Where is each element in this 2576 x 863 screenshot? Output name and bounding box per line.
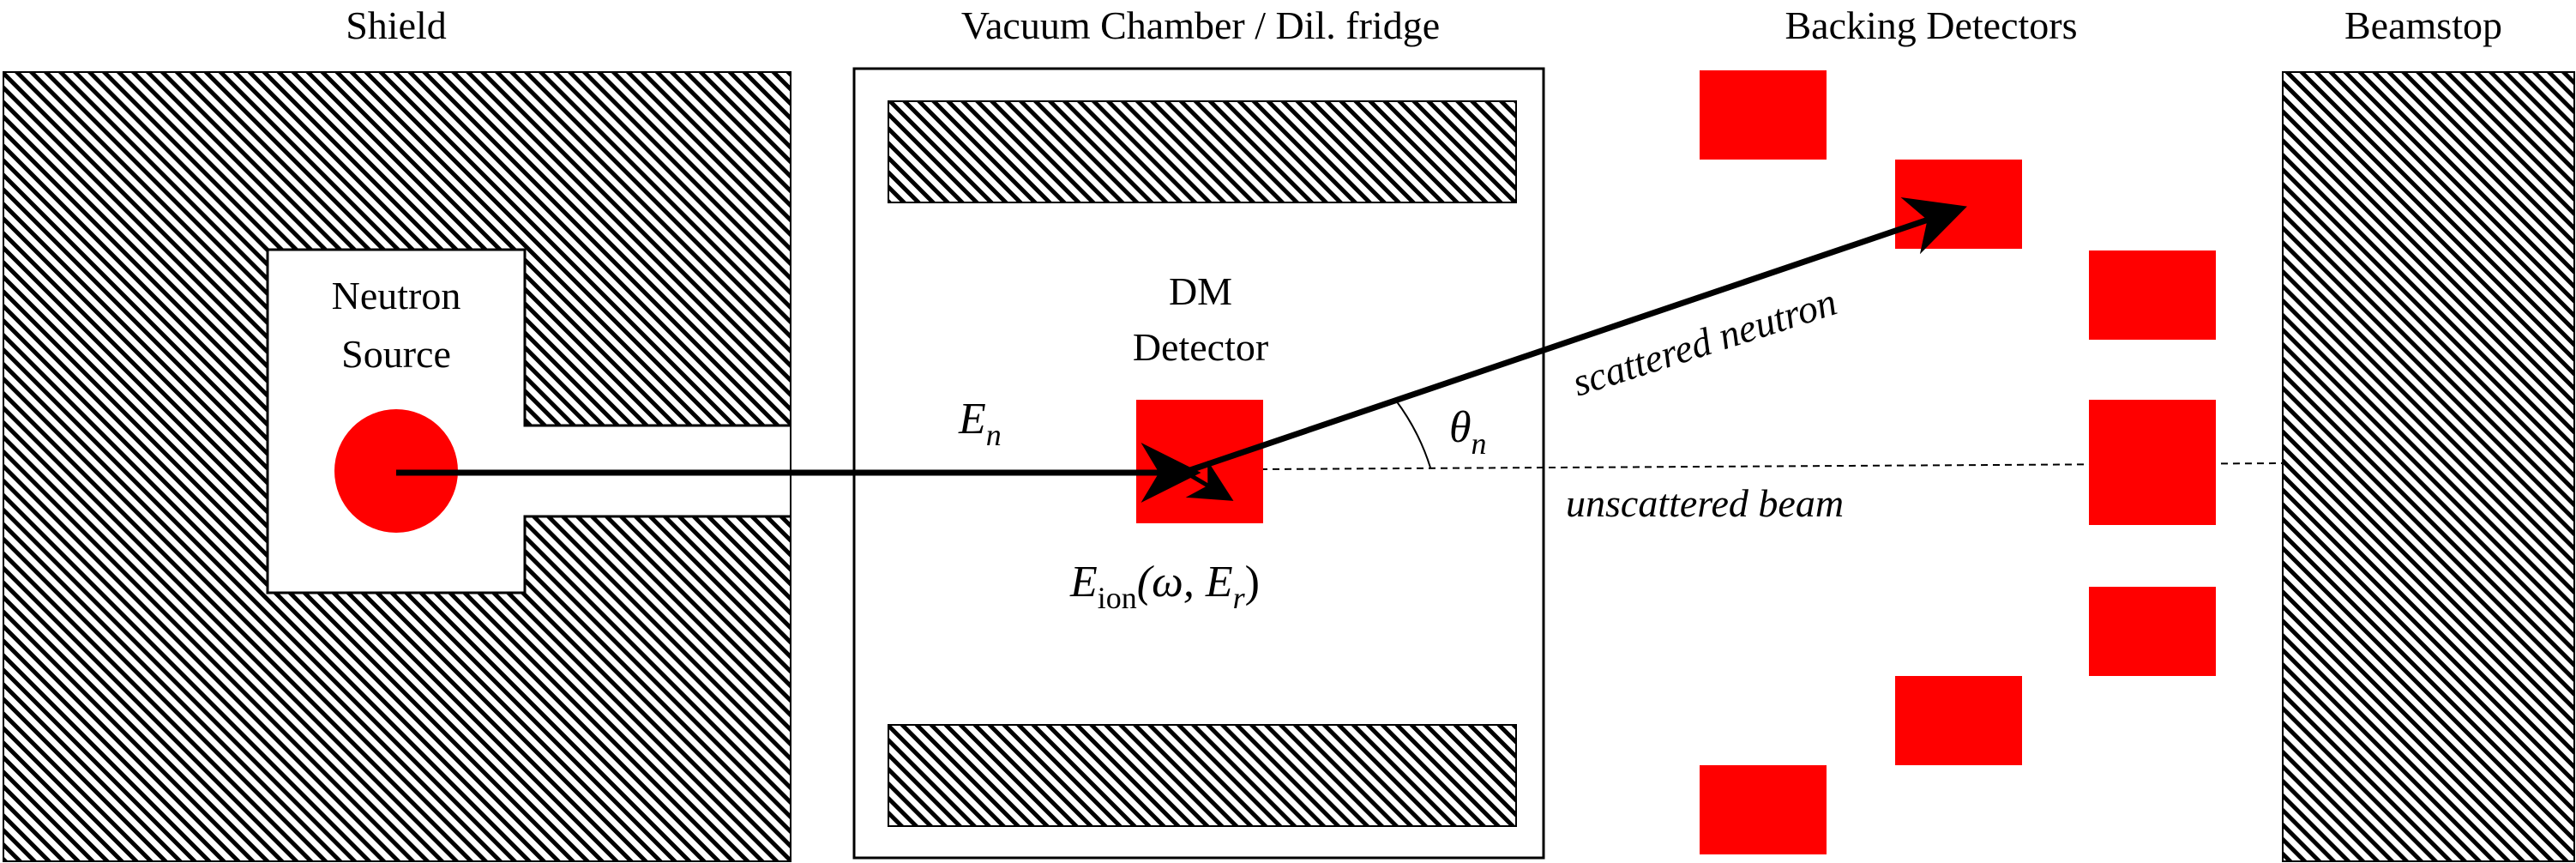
recoil-arrow bbox=[1180, 460, 1234, 501]
backing-detector bbox=[2089, 250, 2216, 340]
incident-energy-label: En bbox=[958, 395, 1002, 452]
scattering-angle-subscript: n bbox=[1472, 426, 1487, 461]
shield-title: Shield bbox=[346, 3, 447, 47]
backing-detector bbox=[1700, 70, 1827, 160]
chamber-shield-top bbox=[888, 100, 1517, 203]
dm-detector-label-line2: Detector bbox=[1133, 325, 1268, 369]
vacuum-chamber bbox=[852, 67, 1545, 860]
neutron-source-label-line2: Source bbox=[341, 332, 451, 376]
backing-detector bbox=[2089, 587, 2216, 676]
ionization-energy-subscript: ion bbox=[1098, 581, 1137, 615]
backing-detector bbox=[1895, 676, 2022, 765]
backing-detector bbox=[2089, 400, 2216, 525]
ionization-energy-close: ) bbox=[1245, 558, 1260, 607]
chamber-title: Vacuum Chamber / Dil. fridge bbox=[961, 3, 1440, 47]
shield-opening-outline bbox=[266, 248, 791, 594]
scattering-angle-arc bbox=[1395, 400, 1431, 468]
scattered-neutron-arrow bbox=[1189, 196, 1967, 474]
backing-detector bbox=[1895, 160, 2022, 249]
chamber-shield-bottom bbox=[888, 724, 1517, 827]
scattering-angle-symbol: θ bbox=[1449, 403, 1472, 452]
shield bbox=[3, 71, 791, 862]
incident-energy-subscript: n bbox=[986, 418, 1002, 452]
ionization-energy-symbol: E bbox=[1069, 558, 1098, 607]
ionization-energy-label: Eion(ω, Er) bbox=[1069, 558, 1260, 615]
ionization-energy-args: (ω, bbox=[1137, 558, 1206, 607]
backing-detector bbox=[1700, 765, 1827, 854]
dm-detector bbox=[1136, 400, 1263, 523]
scattering-angle-label: θn bbox=[1449, 403, 1487, 461]
recoil-energy-symbol: E bbox=[1205, 558, 1233, 607]
backing-detectors bbox=[1700, 70, 2216, 854]
beamstop bbox=[2282, 71, 2575, 862]
backing-detectors-title: Backing Detectors bbox=[1785, 3, 2077, 47]
unscattered-beam-label: unscattered beam bbox=[1566, 481, 1844, 525]
recoil-energy-subscript: r bbox=[1233, 581, 1246, 615]
neutron-source-label-line1: Neutron bbox=[332, 274, 461, 317]
dm-detector-label-line1: DM bbox=[1169, 269, 1232, 313]
unscattered-beam-line bbox=[1260, 462, 2284, 470]
incident-energy-symbol: E bbox=[958, 395, 986, 444]
beamstop-title: Beamstop bbox=[2344, 3, 2502, 47]
